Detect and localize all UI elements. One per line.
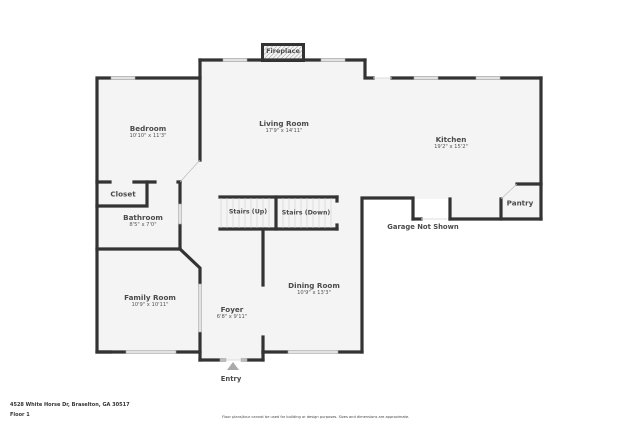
room-name: Dining Room: [288, 281, 340, 290]
room-dining-room: Dining Room 10'9" x 13'3": [288, 281, 340, 297]
garage-label: Garage Not Shown: [387, 223, 459, 231]
room-name: Foyer: [220, 305, 244, 314]
room-dimensions: 10'9" x 10'11": [131, 302, 169, 308]
room-bathroom: Bathroom 8'5" x 7'0": [123, 213, 163, 229]
room-bedroom: Bedroom 10'10" x 11'3": [129, 124, 166, 140]
room-dimensions: 6'8" x 9'11": [216, 314, 248, 320]
door-swings: [179, 159, 518, 200]
entry-label: Entry: [220, 375, 242, 383]
room-dimensions: 10'10" x 11'3": [129, 133, 167, 139]
address: 4528 White Horse Dr, Braselton, GA 30517: [10, 402, 130, 408]
room-dimensions: 19'2" x 15'2": [434, 144, 468, 150]
room-kitchen: Kitchen 19'2" x 15'2": [434, 135, 468, 151]
fireplace-label: Fireplace: [266, 47, 300, 55]
room-family-room: Family Room 10'9" x 10'11": [124, 293, 176, 309]
room-dimensions: 8'5" x 7'0": [129, 222, 157, 228]
room-living-room: Living Room 17'9" x 14'11": [259, 119, 309, 135]
room-dimensions: 17'9" x 14'11": [265, 128, 303, 134]
stairs-up-label: Stairs (Up): [228, 208, 268, 216]
room-name: Closet: [110, 189, 136, 199]
room-foyer: Foyer 6'8" x 9'11": [217, 305, 248, 321]
openings: [226, 77, 447, 361]
room-name: Family Room: [124, 293, 176, 302]
disclaimer: Floor plans/tour cannot be used for buil…: [222, 415, 410, 419]
room-name: Living Room: [259, 119, 309, 128]
room-name: Kitchen: [435, 135, 467, 144]
entry-arrow-icon: [227, 362, 239, 370]
room-name: Pantry: [506, 198, 534, 208]
room-closet: Closet: [110, 190, 135, 199]
stairs-down-label: Stairs (Down): [281, 209, 331, 217]
stair-treads: [220, 198, 332, 228]
room-name: Bedroom: [129, 124, 167, 133]
floor-label: Floor 1: [10, 412, 30, 418]
room-name: Bathroom: [123, 213, 163, 222]
room-dimensions: 10'9" x 13'3": [297, 290, 331, 296]
room-pantry: Pantry: [507, 199, 534, 208]
